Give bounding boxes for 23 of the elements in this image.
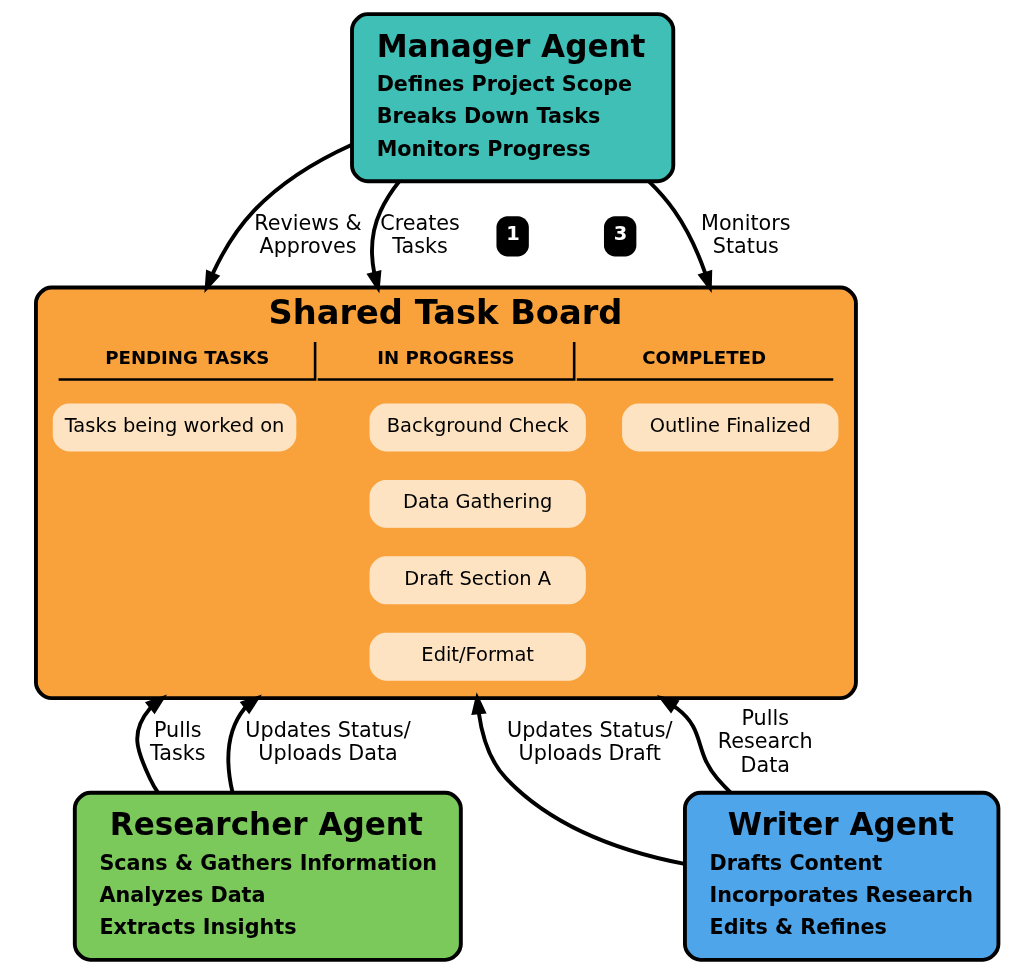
edge-label: Creates Tasks bbox=[380, 210, 460, 258]
label: 3 bbox=[613, 221, 628, 245]
arrow bbox=[135, 693, 168, 794]
edge-label: Reviews & Approves bbox=[254, 210, 362, 258]
edge-label: Updates Status/ Uploads Data bbox=[245, 717, 411, 765]
node-box: Tasks being worked on bbox=[52, 402, 297, 451]
arrow bbox=[656, 694, 732, 794]
node-box: Outline Finalized bbox=[622, 402, 839, 451]
edge-label: Monitors Status bbox=[701, 210, 791, 258]
label: 1 bbox=[506, 221, 520, 245]
node-box: Draft Section A bbox=[369, 555, 586, 604]
arrow bbox=[226, 694, 262, 793]
edge-label: Pulls Tasks bbox=[150, 717, 206, 765]
node-box: Edit/Format bbox=[369, 632, 586, 681]
node-box: Manager Agent Defines Project Scope Breaks Down Tasks Monitors Progress bbox=[350, 11, 676, 183]
arrow bbox=[204, 142, 353, 293]
arrow bbox=[471, 691, 685, 866]
edge-label: Pulls Research Data bbox=[717, 705, 813, 777]
node-box: Background Check bbox=[369, 402, 586, 451]
node-box: Researcher Agent Scans & Gathers Information Analyzes Data Extracts Insights bbox=[72, 790, 463, 962]
node-box: Data Gathering bbox=[369, 479, 586, 528]
node-box: Writer Agent Drafts Content Incorporates Research Edits & Refines bbox=[683, 790, 1001, 962]
edge-label: Updates Status/ Uploads Draft bbox=[507, 717, 673, 765]
